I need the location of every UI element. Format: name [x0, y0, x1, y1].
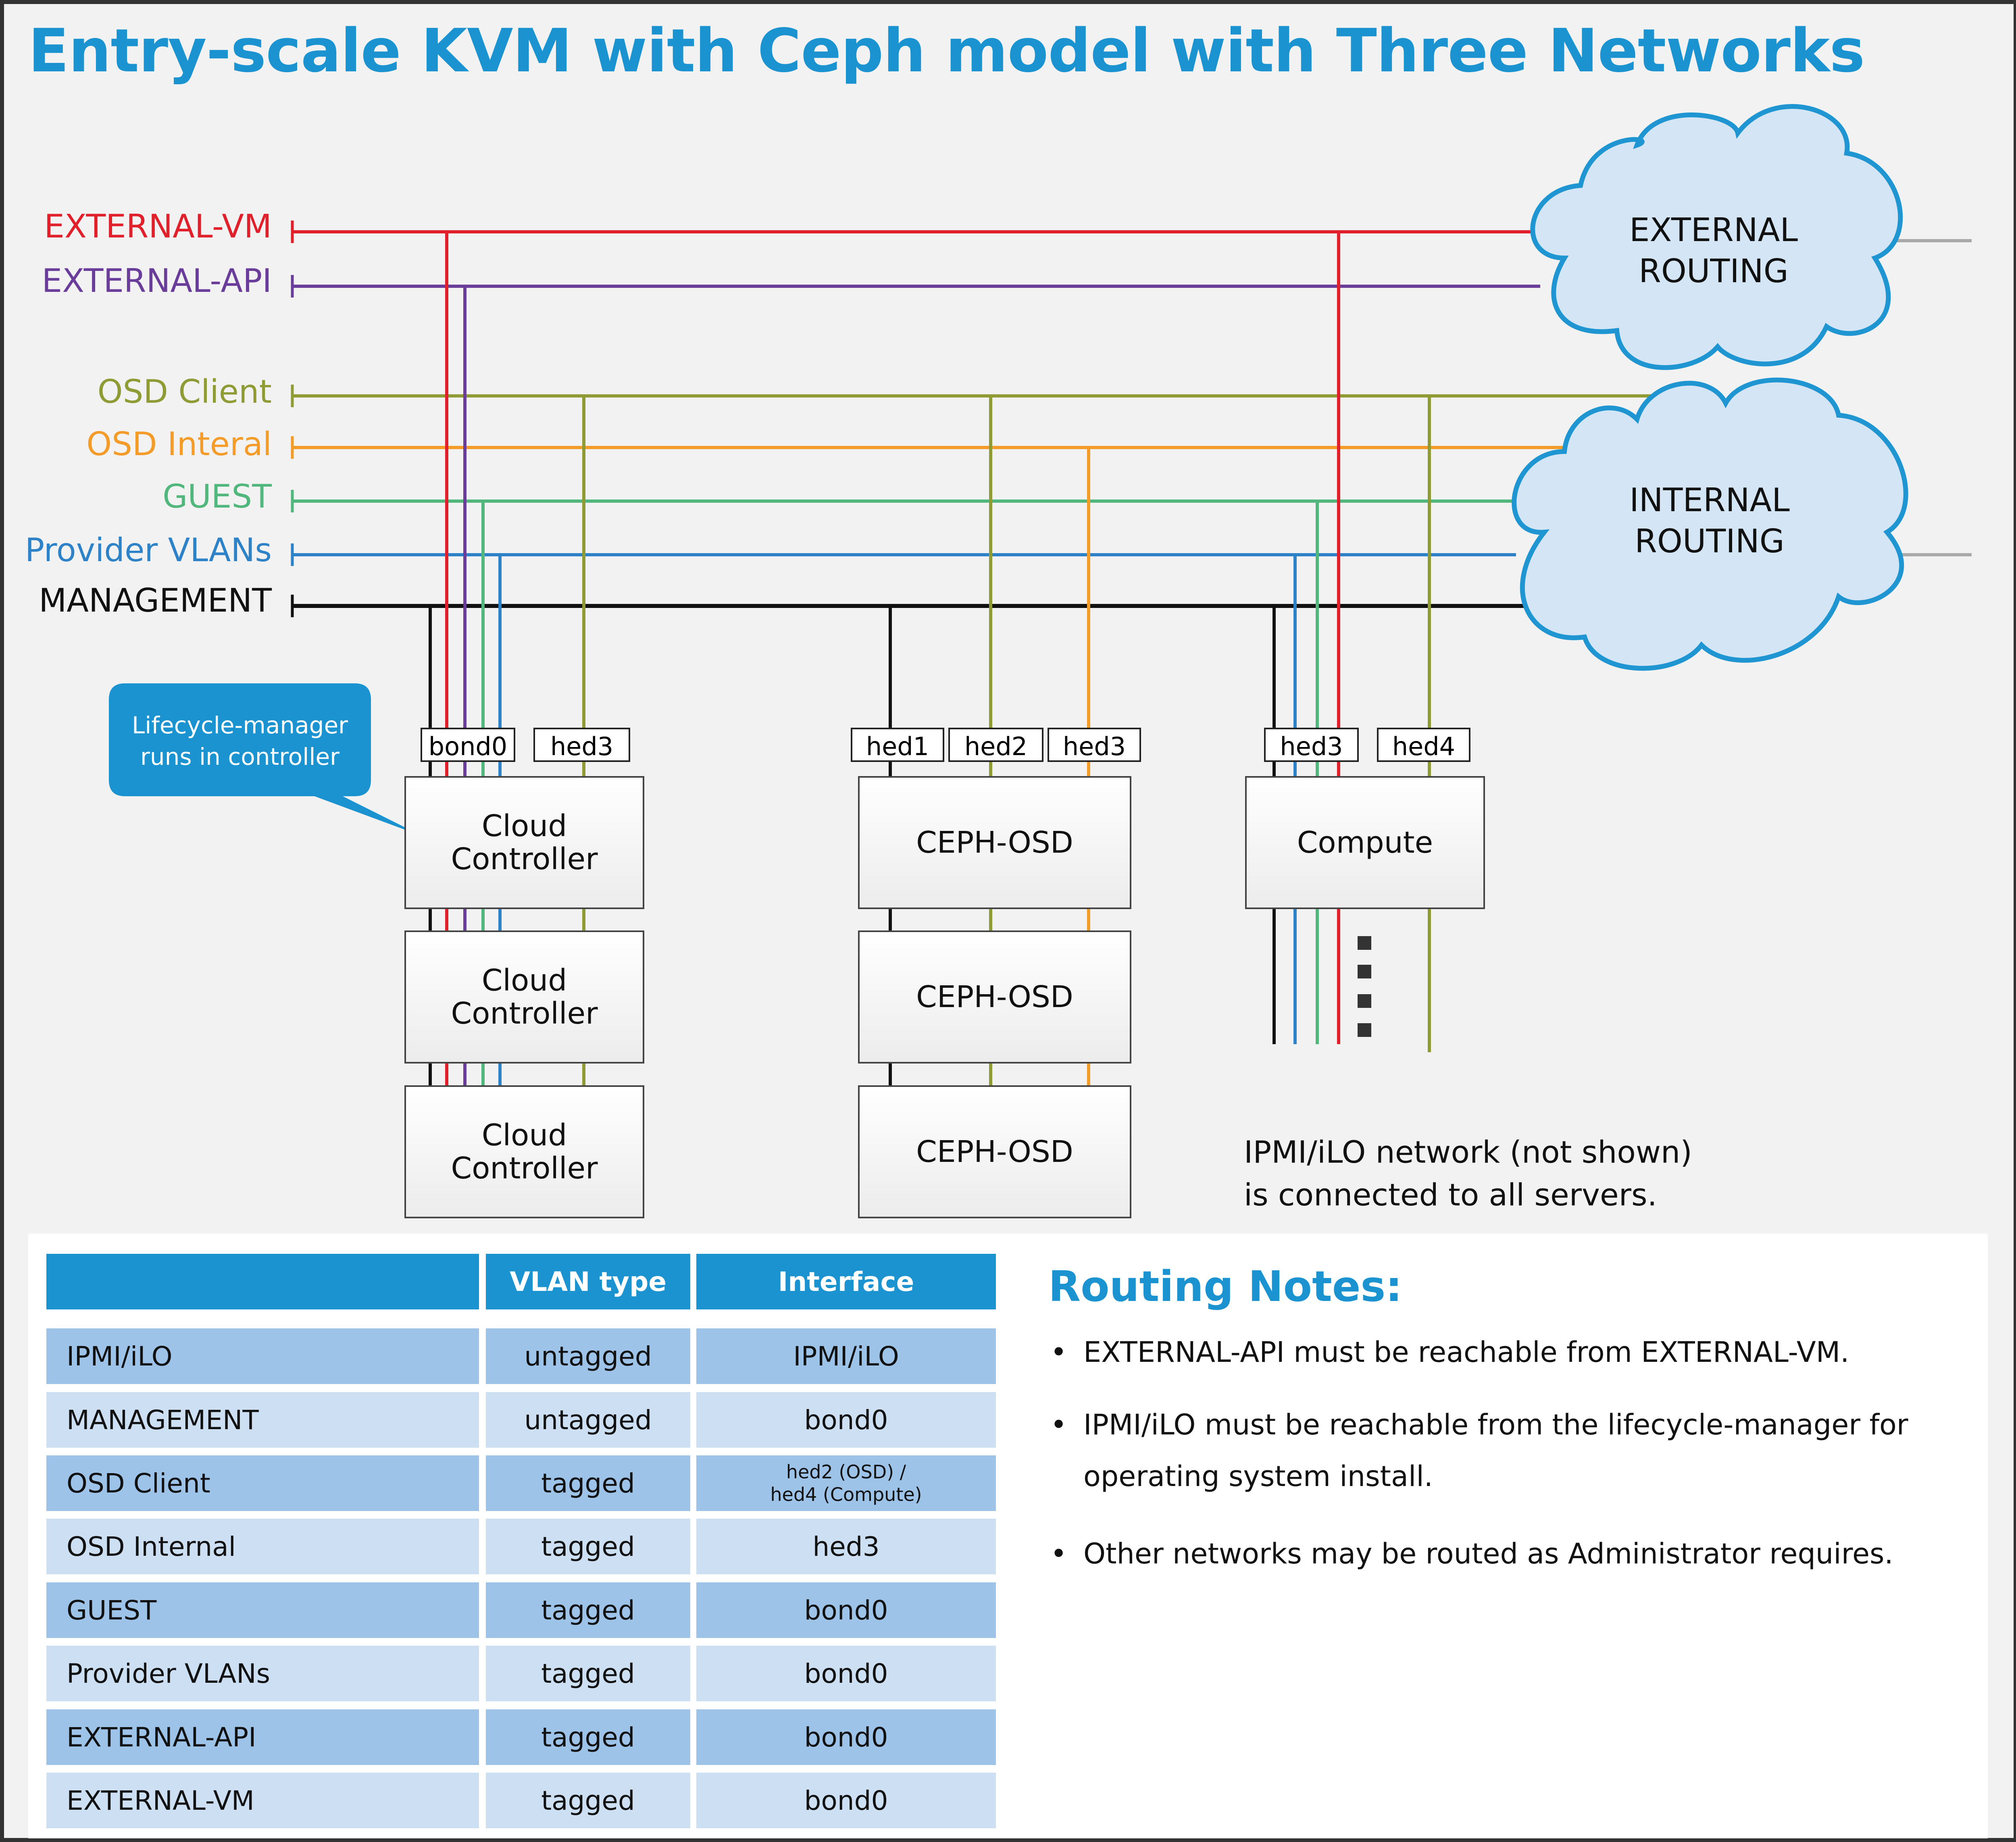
cell-vlan-type: tagged: [486, 1773, 690, 1828]
server-label: CEPH-OSD: [916, 825, 1073, 860]
ipmi-note-line1: IPMI/iLO network (not shown): [1244, 1134, 1692, 1170]
cell-network: EXTERNAL-API: [46, 1709, 479, 1765]
label-osd-internal: OSD Interal: [86, 425, 272, 463]
cell-vlan-type: tagged: [486, 1646, 690, 1701]
internal-routing-line1: INTERNAL: [1629, 481, 1790, 519]
server-ceph-osd-2: CEPH-OSD: [858, 930, 1131, 1064]
cell-vlan-type: tagged: [486, 1582, 690, 1638]
cell-vlan-type: tagged: [486, 1709, 690, 1765]
ipmi-note: IPMI/iLO network (not shown) is connecte…: [1244, 1131, 1692, 1216]
cell-interface-line1: hed2 (OSD) /: [786, 1461, 906, 1483]
routing-notes-title: Routing Notes:: [1048, 1262, 1402, 1311]
internal-routing-cloud: [1512, 377, 1908, 671]
server-ceph-osd-1: CEPH-OSD: [858, 776, 1131, 909]
cell-interface: bond0: [696, 1392, 996, 1448]
server-compute: Compute: [1245, 776, 1485, 909]
routing-note-text: IPMI/iLO must be reachable from the life…: [1083, 1408, 1908, 1441]
server-label-line1: Cloud: [481, 809, 567, 843]
cell-network: OSD Internal: [46, 1519, 479, 1574]
cell-interface-line2: hed4 (Compute): [770, 1484, 922, 1505]
page-title: Entry-scale KVM with Ceph model with Thr…: [28, 16, 1865, 85]
cell-network: GUEST: [46, 1582, 479, 1638]
callout-text: Lifecycle-manager runs in controller: [111, 710, 369, 772]
cell-interface: hed3: [696, 1519, 996, 1574]
cell-network: EXTERNAL-VM: [46, 1773, 479, 1828]
iface-ceph-hed1: hed1: [851, 728, 944, 762]
header-vlan-type: VLAN type: [486, 1254, 690, 1309]
cell-vlan-type: tagged: [486, 1519, 690, 1574]
cell-interface: bond0: [696, 1646, 996, 1701]
routing-note-text: Other networks may be routed as Administ…: [1083, 1537, 1893, 1570]
ipmi-note-line2: is connected to all servers.: [1244, 1177, 1657, 1213]
server-label-line2: Controller: [451, 842, 598, 876]
bullet-icon: •: [1050, 1336, 1067, 1369]
server-label-line2: Controller: [451, 1151, 598, 1186]
header-interface: Interface: [696, 1254, 996, 1309]
cell-interface: bond0: [696, 1773, 996, 1828]
label-provider-vlans: Provider VLANs: [25, 531, 272, 569]
routing-note-text: operating system install.: [1083, 1460, 1433, 1493]
iface-ceph-hed3: hed3: [1048, 728, 1141, 762]
cell-interface: bond0: [696, 1709, 996, 1765]
label-external-api: EXTERNAL-API: [42, 262, 272, 300]
cell-network: Provider VLANs: [46, 1646, 479, 1701]
cell-interface: hed2 (OSD) /hed4 (Compute): [696, 1455, 996, 1511]
cell-interface: IPMI/iLO: [696, 1328, 996, 1384]
external-routing-line2: ROUTING: [1639, 252, 1789, 290]
iface-ceph-hed2: hed2: [948, 728, 1043, 762]
external-routing-label: EXTERNAL ROUTING: [1593, 210, 1835, 292]
cell-network: MANAGEMENT: [46, 1392, 479, 1448]
server-ceph-osd-3: CEPH-OSD: [858, 1085, 1131, 1218]
server-label: CEPH-OSD: [916, 1134, 1073, 1169]
label-guest: GUEST: [162, 478, 272, 515]
server-label: CEPH-OSD: [916, 980, 1073, 1014]
routing-note-text: EXTERNAL-API must be reachable from EXTE…: [1083, 1336, 1849, 1369]
iface-compute-hed4: hed4: [1377, 728, 1470, 762]
more-servers-icon: [1358, 936, 1371, 1037]
iface-compute-hed3: hed3: [1264, 728, 1359, 762]
cell-vlan-type: untagged: [486, 1328, 690, 1384]
label-osd-client: OSD Client: [97, 373, 272, 410]
external-routing-cloud: [1530, 104, 1903, 370]
label-management: MANAGEMENT: [39, 582, 272, 619]
bullet-icon: •: [1050, 1408, 1067, 1441]
label-external-vm: EXTERNAL-VM: [44, 208, 272, 245]
callout-line1: Lifecycle-manager: [131, 712, 348, 739]
cell-network: IPMI/iLO: [46, 1328, 479, 1384]
cell-network: OSD Client: [46, 1455, 479, 1511]
header-network: [46, 1254, 479, 1309]
external-routing-line1: EXTERNAL: [1629, 211, 1798, 249]
iface-controller-bond0: bond0: [421, 728, 515, 762]
bullet-icon: •: [1050, 1537, 1067, 1570]
cell-vlan-type: tagged: [486, 1455, 690, 1511]
server-label-line2: Controller: [451, 996, 598, 1031]
iface-controller-hed3: hed3: [533, 728, 630, 762]
cell-vlan-type: untagged: [486, 1392, 690, 1448]
callout-line2: runs in controller: [140, 743, 340, 770]
server-label-line1: Cloud: [481, 1118, 567, 1153]
server-label-line1: Cloud: [481, 963, 567, 998]
cell-interface: bond0: [696, 1582, 996, 1638]
internal-routing-line2: ROUTING: [1635, 522, 1785, 560]
server-label: Compute: [1297, 825, 1433, 860]
internal-routing-label: INTERNAL ROUTING: [1589, 480, 1831, 562]
callout-bubble: [109, 683, 423, 837]
